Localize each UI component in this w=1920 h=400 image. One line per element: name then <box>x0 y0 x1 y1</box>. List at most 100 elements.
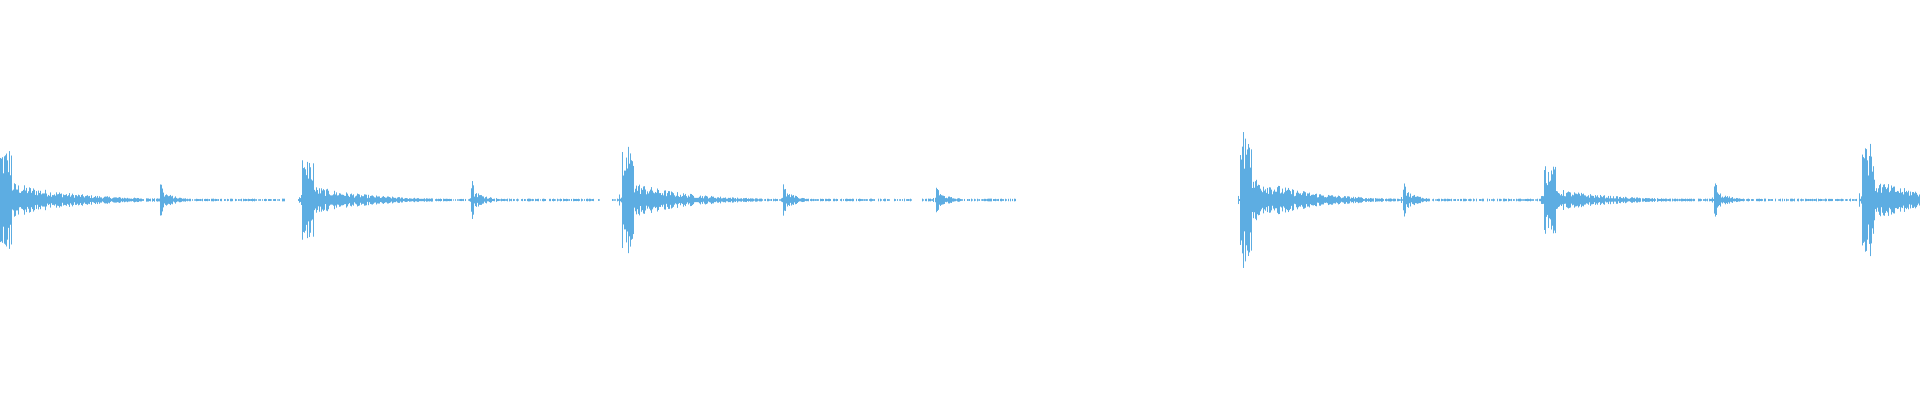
waveform-bar <box>615 199 616 201</box>
waveform-bar <box>1740 198 1741 202</box>
waveform-bar <box>1292 189 1293 211</box>
waveform-bar <box>1743 198 1744 202</box>
waveform-bar <box>696 197 697 203</box>
waveform-bar <box>490 197 491 203</box>
waveform-bar <box>1524 199 1525 201</box>
waveform-bar <box>330 195 331 205</box>
waveform-bar <box>1509 198 1510 202</box>
waveform-bar <box>367 198 368 202</box>
waveform-bar <box>1373 198 1374 202</box>
waveform-bar <box>1315 193 1316 207</box>
waveform-bar <box>12 190 13 210</box>
waveform-bar <box>565 199 566 201</box>
waveform-bar <box>648 193 649 207</box>
waveform-bar <box>758 199 759 201</box>
waveform-bar <box>938 190 939 210</box>
waveform-bar <box>455 199 456 201</box>
waveform-bar <box>1318 197 1319 203</box>
waveform-bar <box>1756 198 1757 202</box>
waveform-bar <box>1821 198 1822 202</box>
waveform-bar <box>1363 198 1364 202</box>
waveform-bar <box>936 187 937 213</box>
waveform-bar <box>563 198 564 202</box>
waveform-bar <box>95 195 96 205</box>
waveform-bar <box>671 191 672 209</box>
waveform-bar <box>282 198 283 202</box>
waveform-bar <box>1334 196 1335 204</box>
waveform-bar <box>480 195 481 205</box>
waveform-bar <box>1268 193 1269 207</box>
waveform-bar <box>543 198 544 202</box>
waveform-bar <box>278 199 279 201</box>
waveform-bar <box>1356 198 1357 202</box>
waveform-bar <box>1619 197 1620 203</box>
waveform-bar <box>598 199 599 201</box>
waveform-bar <box>1287 189 1288 211</box>
waveform-bar <box>822 198 823 202</box>
waveform-bar <box>1269 187 1270 213</box>
waveform-bar <box>1676 199 1677 201</box>
waveform-bar <box>206 198 207 202</box>
waveform-bar <box>1723 197 1724 203</box>
waveform-bar <box>793 195 794 205</box>
waveform-bar <box>126 198 127 202</box>
waveform-bar <box>344 195 345 205</box>
waveform-bar <box>785 188 786 212</box>
waveform-bar <box>1809 199 1810 201</box>
waveform-bar <box>45 189 46 211</box>
waveform-bar <box>1406 195 1407 205</box>
waveform-bar <box>1770 199 1771 201</box>
waveform-bar <box>497 198 498 202</box>
waveform-bar <box>1595 195 1596 205</box>
waveform-bar <box>784 189 785 211</box>
waveform-bar <box>387 196 388 204</box>
waveform-bar <box>1906 190 1907 210</box>
waveform-bar <box>1291 194 1292 206</box>
waveform-bar <box>303 168 304 232</box>
waveform-bar <box>1500 198 1501 202</box>
waveform-bar <box>393 197 394 203</box>
waveform-bar <box>1506 198 1507 202</box>
waveform-bar <box>1758 198 1759 202</box>
waveform-bar <box>1442 199 1443 201</box>
waveform-bar <box>1823 199 1824 201</box>
waveform-bar <box>231 198 232 202</box>
waveform-bar <box>762 199 763 201</box>
waveform-bar <box>968 199 969 201</box>
waveform-bar <box>376 195 377 205</box>
waveform-bar <box>631 160 632 240</box>
waveform-bar <box>951 197 952 203</box>
waveform-bar <box>1900 188 1901 212</box>
waveform-bar <box>858 199 859 201</box>
waveform-bar <box>435 199 436 201</box>
waveform-bar <box>561 199 562 201</box>
waveform-bar <box>1463 198 1464 202</box>
waveform-bar <box>1274 189 1275 211</box>
waveform-bar <box>1310 195 1311 205</box>
waveform-bar <box>795 195 796 205</box>
waveform-bar <box>1675 198 1676 202</box>
waveform-bar <box>711 195 712 205</box>
waveform-bar <box>91 195 92 205</box>
waveform-bar <box>1892 187 1893 213</box>
waveform-bar <box>1551 170 1552 230</box>
waveform-bar <box>998 198 999 202</box>
waveform-bar <box>398 197 399 203</box>
waveform-bar <box>1608 195 1609 205</box>
waveform-bar <box>796 196 797 204</box>
waveform-bar <box>1560 195 1561 205</box>
waveform-bar <box>1699 198 1700 202</box>
waveform-bar <box>1819 199 1820 201</box>
waveform-bar <box>635 188 636 212</box>
waveform-bar <box>1505 198 1506 202</box>
waveform-bar <box>49 195 50 205</box>
waveform-bar <box>880 198 881 202</box>
waveform-bar <box>652 190 653 210</box>
waveform-bar <box>524 198 525 202</box>
waveform-bar <box>1305 192 1306 208</box>
waveform-bar <box>736 199 737 201</box>
waveform-bar <box>843 199 844 201</box>
waveform-bar <box>337 195 338 205</box>
waveform-bar <box>1772 199 1773 201</box>
waveform-bar <box>1376 198 1377 202</box>
